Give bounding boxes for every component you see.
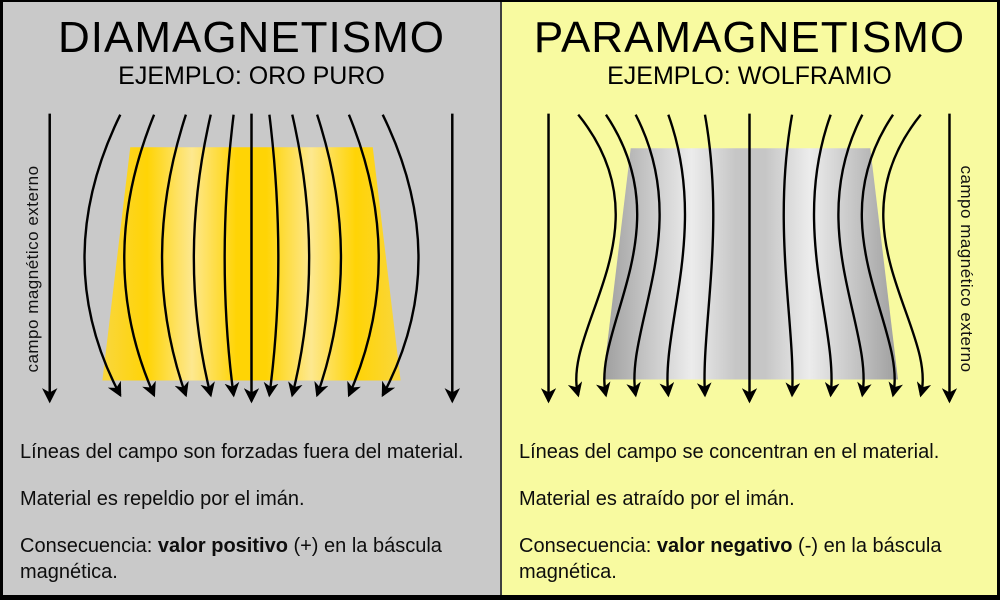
- note-consequence-suffix: (-) en la báscula magnética.: [519, 535, 942, 583]
- subtitle-oro-puro: EJEMPLO: ORO PURO: [118, 62, 385, 91]
- field-line-curved: [160, 114, 189, 398]
- external-field-label-right: campo magnético externo: [957, 165, 976, 373]
- field-line-curved: [882, 113, 932, 398]
- note-consequence-prefix: Consecuencia:: [20, 535, 158, 557]
- title-paramagnetismo: PARAMAGNETISMO: [533, 13, 966, 62]
- panel-diamagnetism: DIAMAGNETISMO EJEMPLO: ORO PURO campo ma…: [3, 2, 500, 595]
- notes-paramagnetism: Líneas del campo se concentran en el mat…: [519, 439, 994, 595]
- note-material-behavior: Material es atraído por el imán.: [519, 488, 795, 510]
- note-consequence: Consecuencia: valor negativo (-) en la b…: [519, 533, 994, 585]
- field-line-curved: [381, 114, 420, 398]
- field-line-curved: [567, 113, 617, 398]
- note-consequence: Consecuencia: valor positivo (+) en la b…: [20, 533, 497, 585]
- material-trapezoid: [102, 147, 401, 381]
- note-consequence-prefix: Consecuencia:: [519, 535, 657, 557]
- field-line-curved: [314, 114, 343, 398]
- note-field-lines: Líneas del campo son forzadas fuera del …: [20, 441, 464, 463]
- field-line-curved: [596, 114, 639, 398]
- note-consequence-suffix: (+) en la báscula magnética.: [20, 535, 442, 583]
- field-line-curved: [812, 114, 840, 398]
- field-line-curved: [837, 114, 872, 398]
- note-consequence-value: valor negativo: [656, 535, 793, 557]
- field-line-curved: [782, 114, 801, 398]
- note-material-behavior: Material es repeldio por el imán.: [20, 488, 305, 510]
- subtitle-wolframio: EJEMPLO: WOLFRAMIO: [607, 62, 892, 91]
- note-consequence-value: valor positivo: [157, 535, 288, 557]
- field-line-curved: [347, 114, 380, 398]
- field-line-curved: [860, 114, 903, 398]
- field-line-curved: [223, 114, 240, 398]
- notes-diamagnetism: Líneas del campo son forzadas fuera del …: [20, 439, 497, 595]
- field-line-curved: [263, 114, 280, 398]
- material-trapezoid: [602, 148, 898, 380]
- field-line-curved: [696, 114, 715, 398]
- field-line-curved: [83, 114, 122, 398]
- note-field-lines: Líneas del campo se concentran en el mat…: [519, 441, 940, 463]
- field-line-curved: [192, 114, 215, 398]
- field-line-curved: [288, 114, 311, 398]
- field-line-curved: [659, 114, 687, 398]
- title-diamagnetismo: DIAMAGNETISMO: [57, 13, 446, 62]
- external-field-label-left: campo magnético externo: [23, 165, 42, 373]
- panel-paramagnetism: PARAMAGNETISMO EJEMPLO: WOLFRAMIO campo …: [500, 2, 997, 595]
- field-line-curved: [626, 114, 661, 398]
- field-line-curved: [123, 114, 156, 398]
